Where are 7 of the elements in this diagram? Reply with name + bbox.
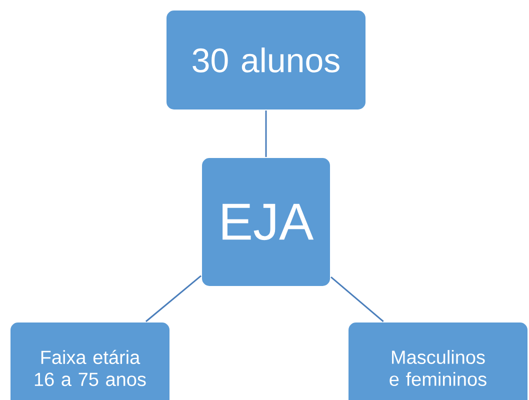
- process-box: Masculinos e femininos: [348, 322, 528, 400]
- process-box: EJA: [201, 157, 331, 287]
- process-box: Faixa etária 16 a 75 anos: [10, 322, 170, 400]
- connector-line: [265, 110, 267, 157]
- connector-line: [145, 275, 202, 322]
- process-box: 30 alunos: [166, 10, 366, 110]
- connector-line: [330, 276, 384, 322]
